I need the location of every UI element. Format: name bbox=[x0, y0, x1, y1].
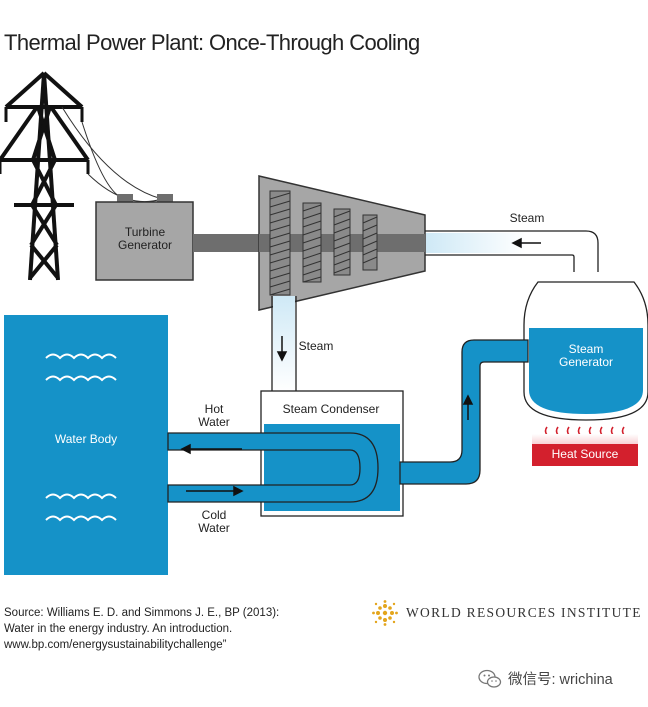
source-citation: Source: Williams E. D. and Simmons J. E.… bbox=[4, 605, 279, 653]
wri-star-icon bbox=[372, 600, 398, 626]
steam-generator-label-line1: Steam bbox=[568, 342, 604, 356]
turbine-blades bbox=[269, 190, 378, 296]
source-line-1: Source: Williams E. D. and Simmons J. E.… bbox=[4, 607, 280, 619]
condensate-arrow-icon bbox=[462, 394, 474, 420]
hot-water-label-line1: Hot bbox=[204, 402, 224, 416]
cold-water-label-line1: Cold bbox=[201, 508, 227, 522]
heat-source-label: Heat Source bbox=[551, 447, 619, 461]
heat-source bbox=[532, 444, 638, 466]
hot-water-label-line2: Water bbox=[198, 415, 230, 429]
wave-icons bbox=[45, 353, 117, 522]
steam-in-label: Steam bbox=[509, 211, 545, 225]
transmission-tower-icon bbox=[0, 71, 90, 281]
wri-logo-text: WORLD RESOURCES INSTITUTE bbox=[406, 605, 642, 620]
steam-condenser-label: Steam Condenser bbox=[282, 402, 380, 416]
condensate-pipe bbox=[399, 339, 529, 485]
water-body bbox=[4, 315, 168, 575]
cooling-water-loop bbox=[167, 432, 379, 503]
wechat-id: 微信号: wrichina bbox=[508, 672, 613, 688]
water-body-label: Water Body bbox=[54, 432, 118, 446]
power-lines bbox=[61, 106, 163, 203]
hot-water-arrow-icon bbox=[180, 443, 242, 455]
flow-arrows bbox=[180, 237, 541, 497]
turbine-generator-label-line2: Generator bbox=[117, 238, 173, 252]
cold-water-arrow-icon bbox=[186, 485, 244, 497]
wechat-watermark: 微信号: wrichina bbox=[478, 668, 613, 689]
turbine-generator-label: Turbine Generator bbox=[108, 226, 182, 252]
source-line-2: Water in the energy industry. An introdu… bbox=[4, 623, 233, 635]
steam-down-label: Steam bbox=[298, 339, 334, 353]
steam-down-arrow-icon bbox=[276, 336, 288, 362]
source-line-3: www.bp.com/energysustainabilitychallenge… bbox=[4, 639, 227, 651]
turbine-generator bbox=[95, 194, 194, 281]
wri-logo: WORLD RESOURCES INSTITUTE bbox=[372, 600, 642, 626]
steam-generator bbox=[523, 281, 648, 421]
hot-water-label: Hot Water bbox=[190, 403, 238, 429]
steam-in-arrow-icon bbox=[511, 237, 541, 249]
cold-water-label: Cold Water bbox=[190, 509, 238, 535]
steam-pipe-down bbox=[271, 296, 297, 392]
cold-water-label-line2: Water bbox=[198, 521, 230, 535]
page-title: Thermal Power Plant: Once-Through Coolin… bbox=[4, 30, 420, 55]
steam-pipe-in bbox=[425, 230, 599, 272]
steam-generator-label: Steam Generator bbox=[548, 343, 624, 369]
steam-generator-label-line2: Generator bbox=[558, 355, 614, 369]
turbine-generator-label-line1: Turbine bbox=[124, 225, 166, 239]
wechat-icon bbox=[478, 669, 502, 688]
heat-source-glow bbox=[532, 434, 638, 446]
